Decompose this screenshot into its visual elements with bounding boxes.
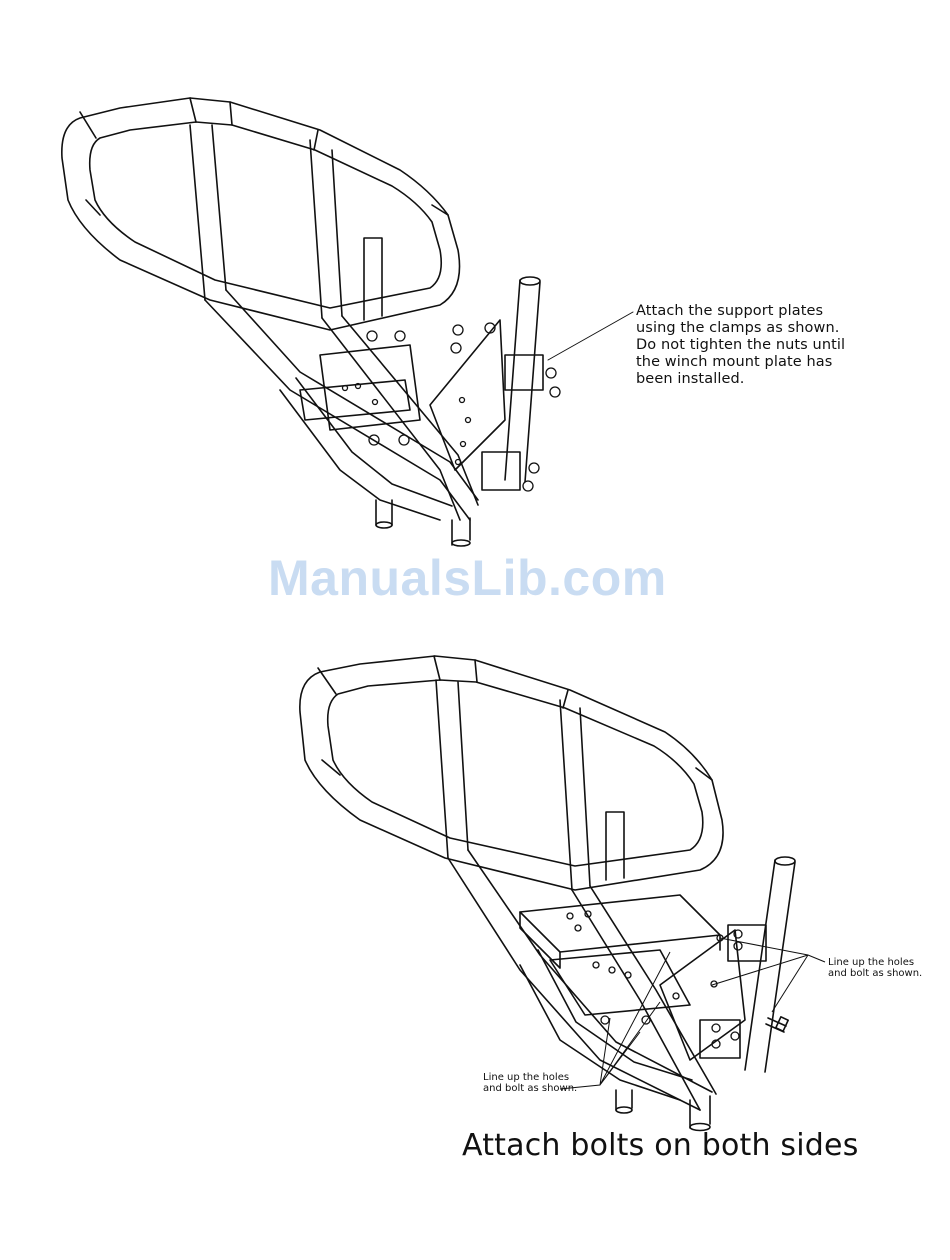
- mount-plate-lower: [550, 950, 690, 1015]
- tube-joint: [696, 768, 712, 780]
- frame-tube-inner: [328, 680, 703, 866]
- frame-stub-end: [616, 1107, 632, 1113]
- support-plates-instruction: Attach the support plates using the clam…: [636, 303, 845, 388]
- plate-hole: [673, 993, 679, 999]
- bolt-head: [712, 1024, 720, 1032]
- tube-joint: [563, 690, 568, 708]
- mount-plate-upper: [520, 895, 720, 952]
- plate-hole: [601, 1016, 609, 1024]
- center-post: [606, 812, 624, 880]
- plate-hole: [567, 913, 573, 919]
- plate-hole: [625, 972, 631, 978]
- frame-upright: [560, 700, 590, 890]
- bolt-head: [734, 942, 742, 950]
- tube-joint: [318, 668, 336, 694]
- plate-hole: [642, 1016, 650, 1024]
- plate-hole: [575, 925, 581, 931]
- line-up-holes-note-right: Line up the holes and bolt as shown.: [828, 957, 922, 979]
- tube-joint: [434, 656, 440, 680]
- winch-post-top: [775, 857, 795, 865]
- bolt-head: [731, 1032, 739, 1040]
- line-up-holes-note-left: Line up the holes and bolt as shown.: [483, 1072, 577, 1094]
- plate-hole: [593, 962, 599, 968]
- tube-joint: [475, 660, 477, 682]
- step-caption: Attach bolts on both sides: [462, 1128, 859, 1164]
- frame-leg: [572, 886, 716, 1110]
- leader-line: [712, 938, 825, 1012]
- plate-hole: [609, 967, 615, 973]
- frame-upright: [436, 680, 468, 858]
- watermark: ManualsLib.com: [268, 548, 667, 608]
- winch-post: [745, 860, 795, 1072]
